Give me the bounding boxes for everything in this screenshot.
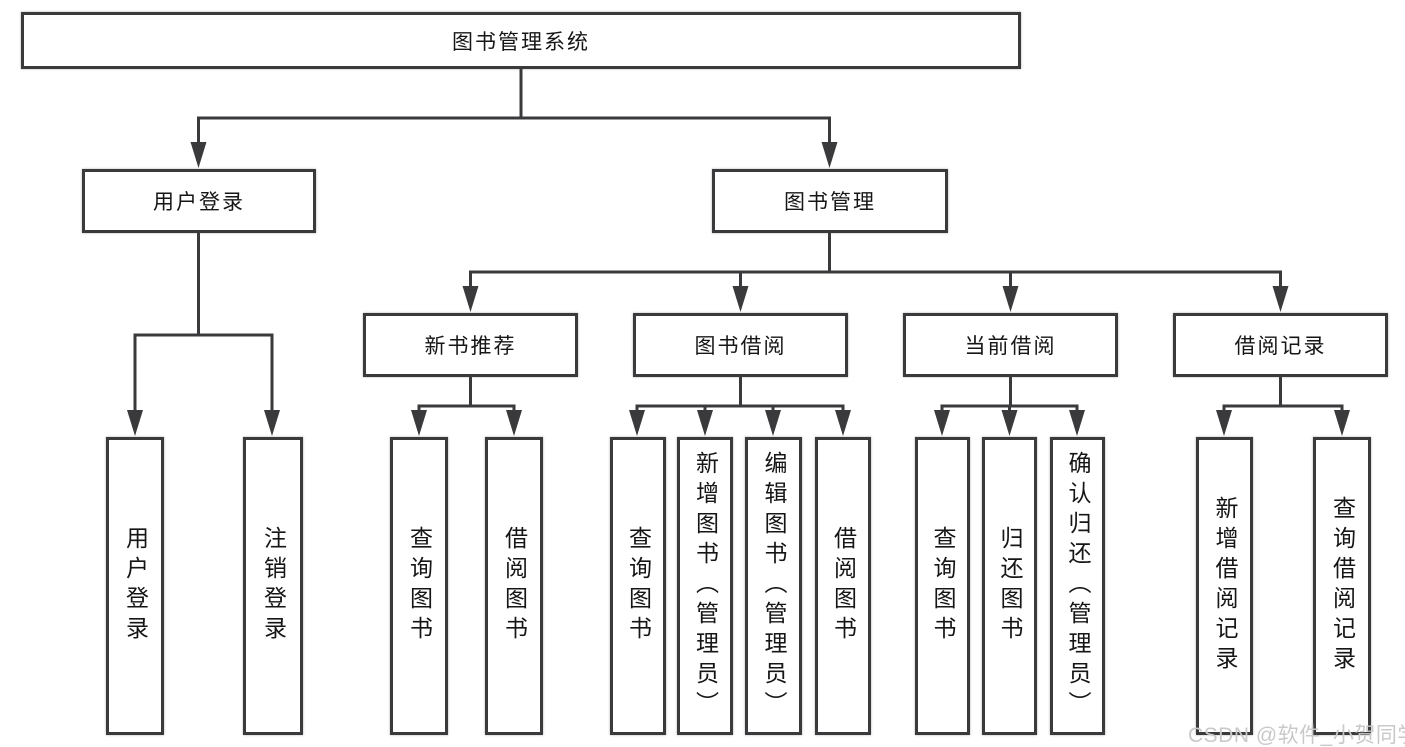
node-label: 新书推荐 xyxy=(424,335,517,358)
leaf-label: 查询图书 xyxy=(930,526,956,646)
leaf-label: 用户登录 xyxy=(122,526,149,646)
csdn-watermark: CSDN @软件_小贺同学 xyxy=(1188,724,1405,747)
node-label: 借阅记录 xyxy=(1234,335,1327,358)
node-label: 图书借阅 xyxy=(694,335,787,358)
node-label: 图书管理系统 xyxy=(452,30,590,54)
leaf-label: 新增借阅记录 xyxy=(1212,496,1238,676)
leaf-label: 归还图书 xyxy=(997,526,1023,646)
node-borrow-records: 借阅记录 xyxy=(1173,313,1388,377)
leaf-borrow-borrow-book: 借阅图书 xyxy=(815,437,871,735)
leaf-label: 确认归还（管理员） xyxy=(1065,451,1091,721)
leaf-user-login: 用户登录 xyxy=(106,437,164,735)
leaf-label: 借阅图书 xyxy=(830,526,857,646)
leaf-current-return-book: 归还图书 xyxy=(982,437,1037,735)
node-user-login: 用户登录 xyxy=(82,169,316,233)
leaf-current-confirm-return-admin: 确认归还（管理员） xyxy=(1050,437,1105,735)
node-book-management-system: 图书管理系统 xyxy=(21,12,1021,69)
leaf-current-query-book: 查询图书 xyxy=(915,437,970,735)
leaf-logout: 注销登录 xyxy=(243,437,303,735)
node-book-management: 图书管理 xyxy=(712,169,948,233)
node-current-borrow: 当前借阅 xyxy=(903,313,1118,377)
leaf-label: 查询借阅记录 xyxy=(1329,496,1356,676)
arrowheads xyxy=(127,142,1350,436)
node-book-borrow: 图书借阅 xyxy=(633,313,848,377)
node-new-book-recommend: 新书推荐 xyxy=(363,313,578,377)
leaf-label: 编辑图书（管理员） xyxy=(761,451,787,721)
leaf-label: 注销登录 xyxy=(260,526,287,646)
node-label: 当前借阅 xyxy=(964,335,1057,358)
leaf-records-query-record: 查询借阅记录 xyxy=(1313,437,1371,735)
leaf-label: 查询图书 xyxy=(625,526,652,646)
leaf-recommend-borrow-book: 借阅图书 xyxy=(485,437,543,735)
leaf-recommend-query-book: 查询图书 xyxy=(390,437,448,735)
node-label: 图书管理 xyxy=(784,191,876,214)
node-label: 用户登录 xyxy=(153,191,245,214)
leaf-borrow-edit-book-admin: 编辑图书（管理员） xyxy=(745,437,802,735)
leaf-borrow-add-book-admin: 新增图书（管理员） xyxy=(677,437,733,735)
leaf-label: 借阅图书 xyxy=(501,526,528,646)
leaf-label: 查询图书 xyxy=(406,526,433,646)
leaf-records-add-record: 新增借阅记录 xyxy=(1196,437,1253,735)
leaf-borrow-query-book: 查询图书 xyxy=(610,437,666,735)
leaf-label: 新增图书（管理员） xyxy=(692,451,719,721)
